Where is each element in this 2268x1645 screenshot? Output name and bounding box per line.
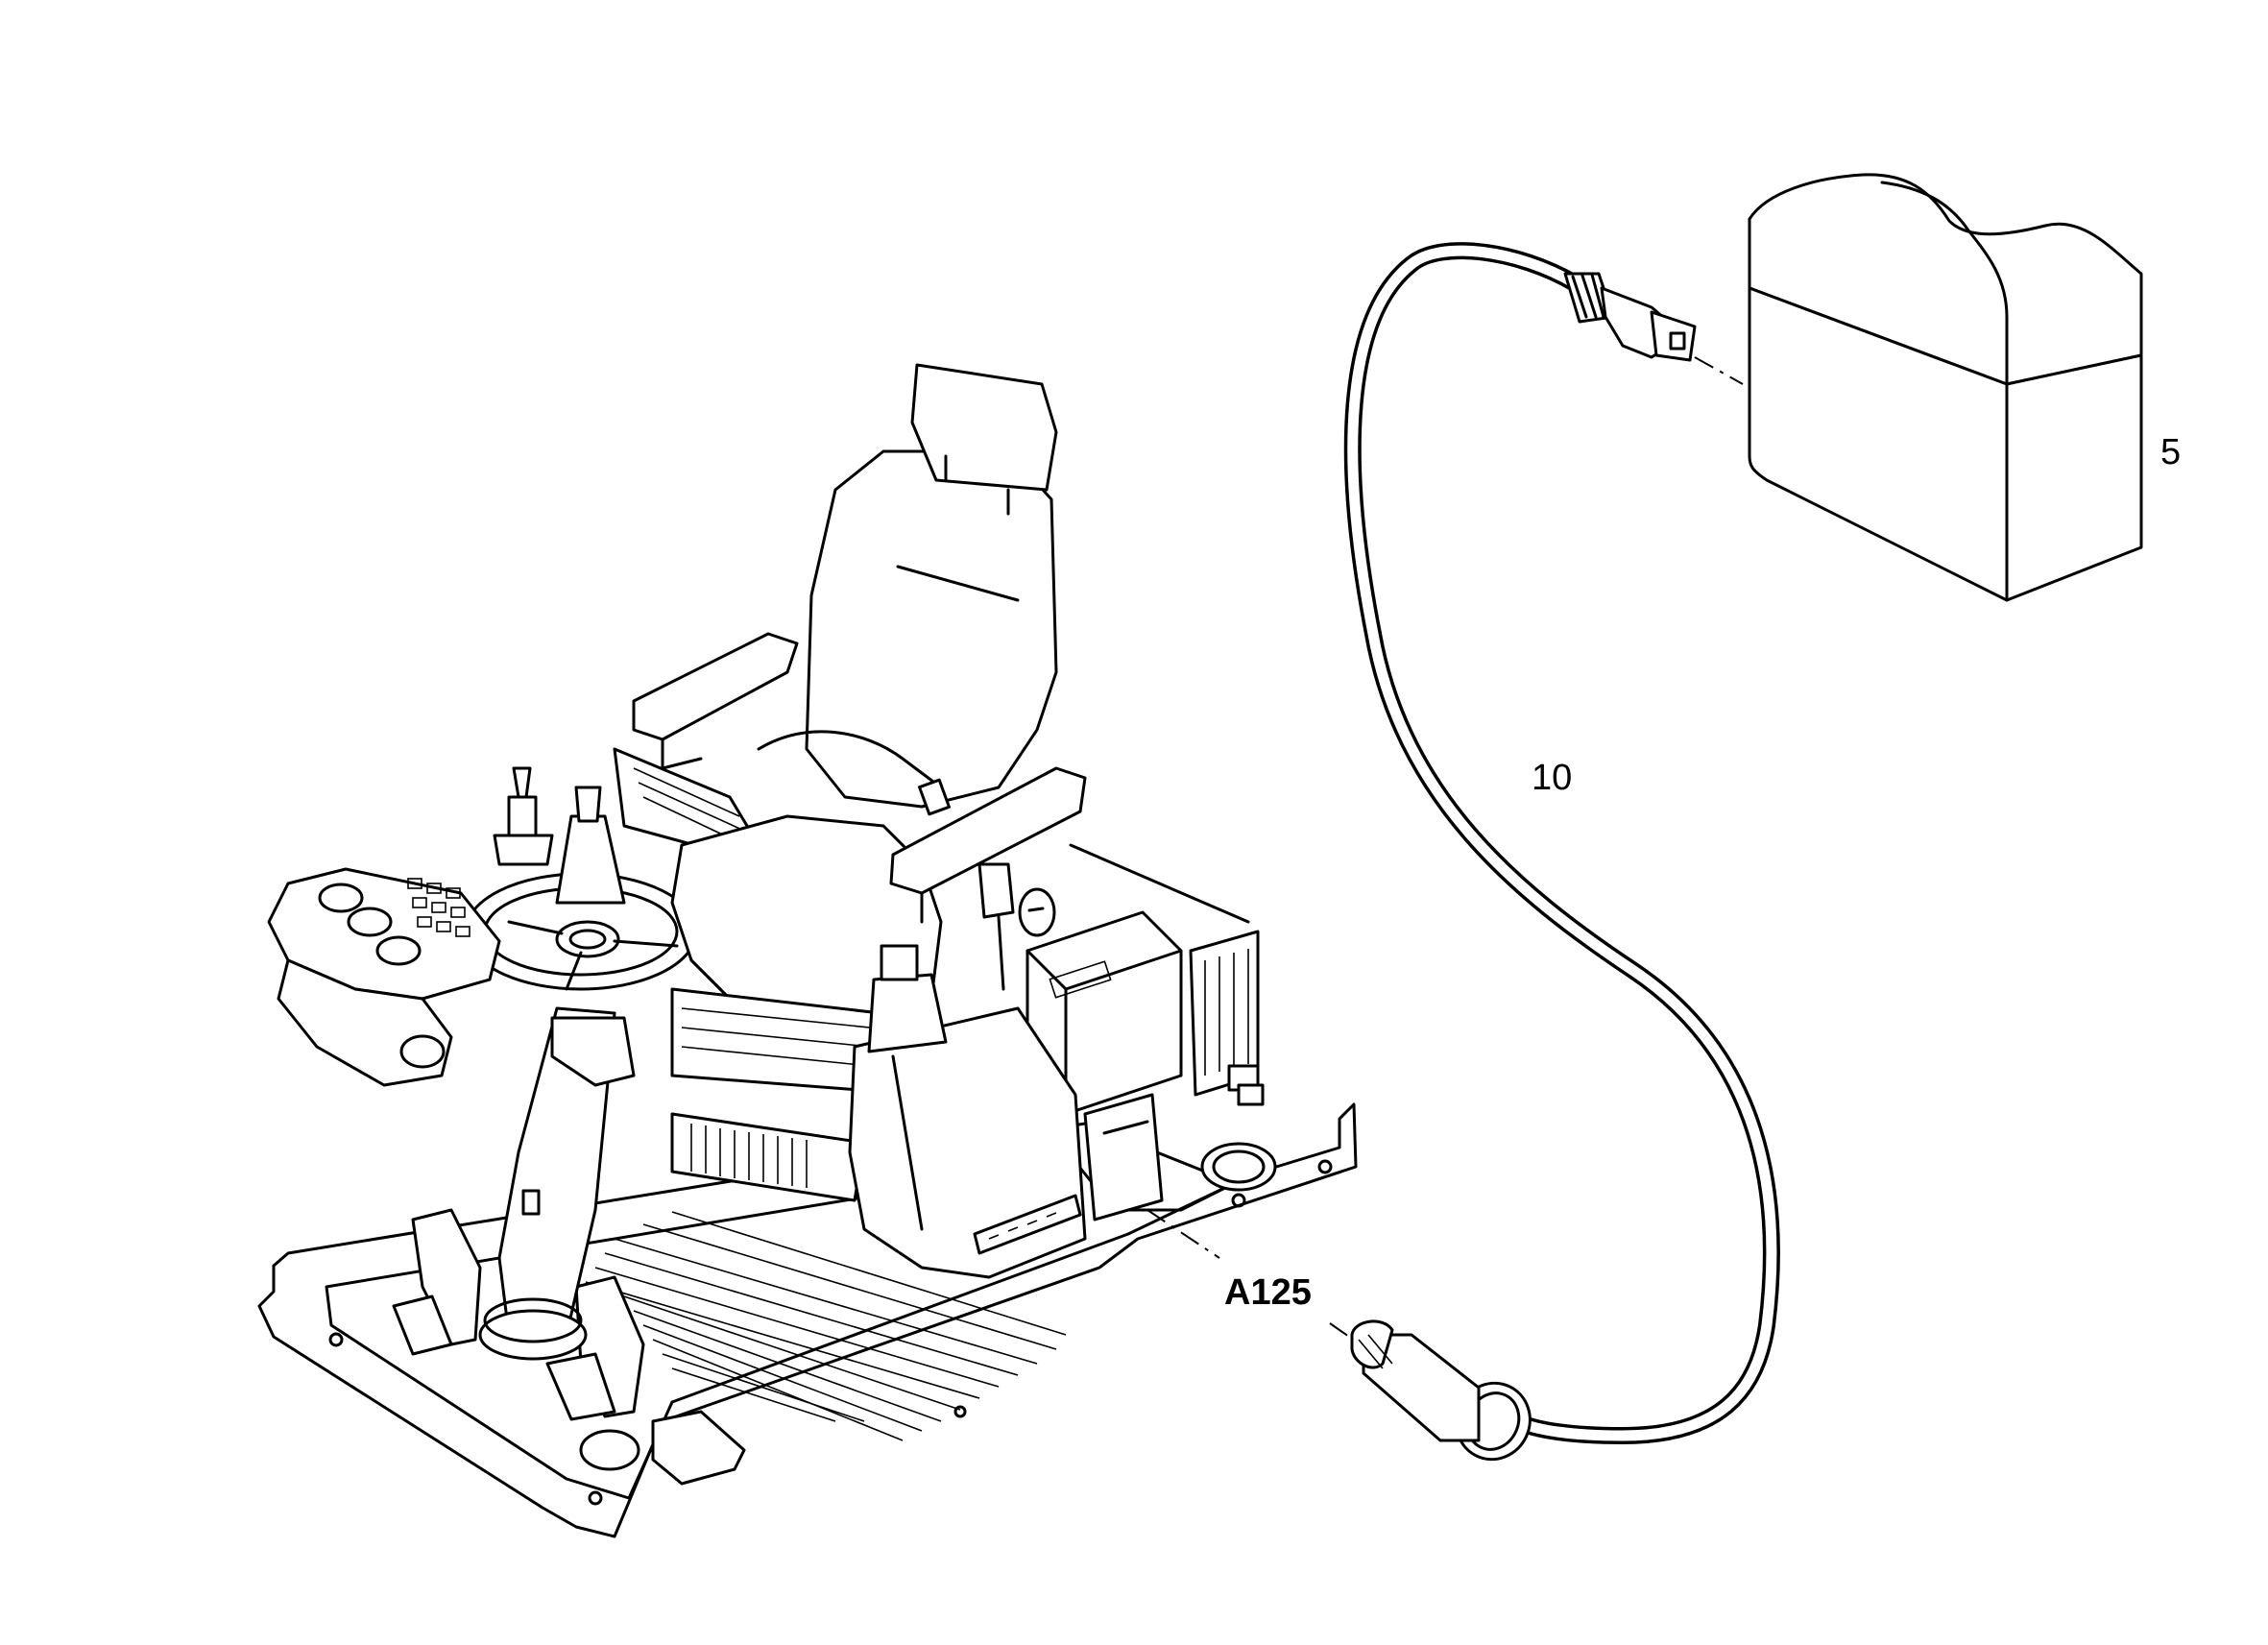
callout-cable-label: 10	[1532, 758, 1572, 798]
power-socket-icon	[1329, 1319, 1532, 1462]
charging-cable-icon	[1343, 242, 1780, 1445]
battery-pack-icon	[1748, 173, 2143, 602]
operator-cab-assembly-icon	[257, 363, 1358, 1538]
callout-socket-label: A125	[1224, 1272, 1312, 1313]
callout-battery-label: 5	[2160, 432, 2181, 472]
